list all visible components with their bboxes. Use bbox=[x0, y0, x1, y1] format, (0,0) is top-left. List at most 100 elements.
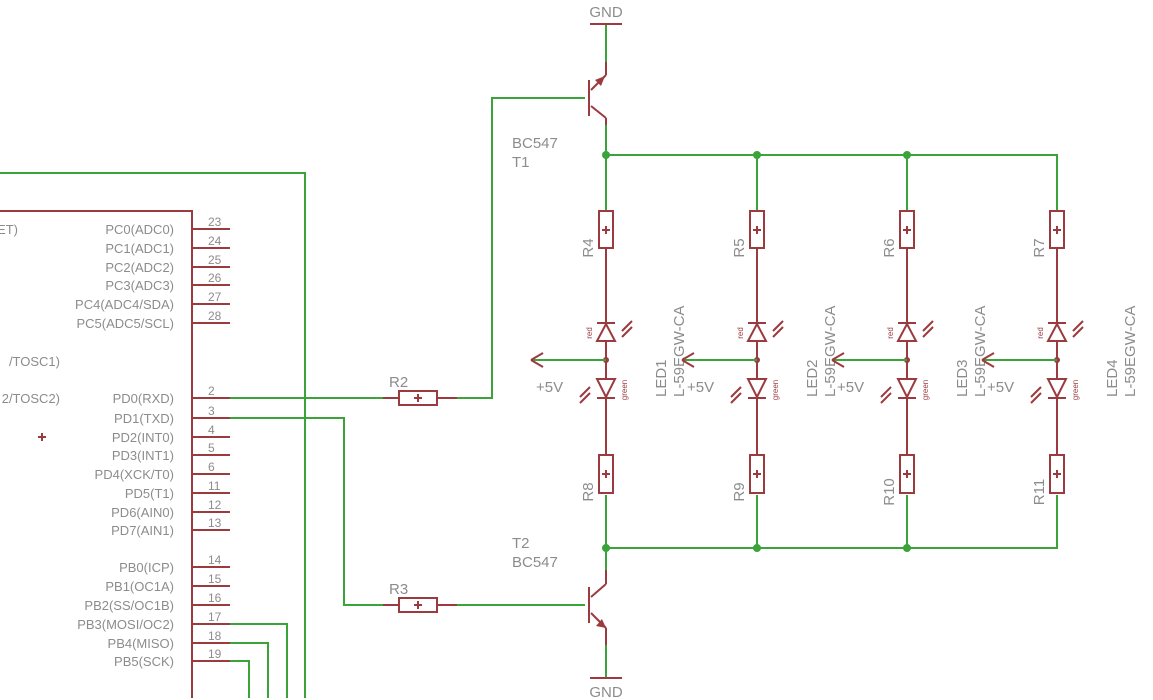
resistor-label: R7 bbox=[1031, 238, 1048, 257]
mcu-pin: PC5(ADC5/SCL) 28 bbox=[76, 309, 230, 331]
vcc-supply: +5V bbox=[831, 352, 907, 396]
pin-number: 4 bbox=[208, 423, 215, 437]
resistor-label: R5 bbox=[731, 238, 748, 257]
transistor-value: BC547 bbox=[512, 554, 558, 571]
pin-number: 11 bbox=[208, 479, 221, 493]
mcu-pin: PD5(T1) 11 bbox=[125, 479, 230, 501]
resistor-bottom: R11 bbox=[1031, 454, 1065, 505]
pin-label: PC1(ADC1) bbox=[105, 241, 174, 256]
led-color-label: red bbox=[736, 327, 745, 339]
resistor-bottom: R9 bbox=[731, 454, 765, 502]
pin-label: PC5(ADC5/SCL) bbox=[76, 316, 174, 331]
gnd-label: GND bbox=[589, 4, 623, 21]
pin-number: 25 bbox=[208, 253, 222, 267]
vcc-supply: +5V bbox=[530, 352, 606, 396]
pin-number: 2 bbox=[208, 384, 215, 398]
pin-label: PB0(ICP) bbox=[119, 560, 174, 575]
pin-number: 17 bbox=[208, 610, 222, 624]
pin-label: PC0(ADC0) bbox=[105, 222, 174, 237]
vcc-label: +5V bbox=[536, 379, 563, 396]
vcc-label: +5V bbox=[837, 379, 864, 396]
resistor-r3: R3 bbox=[383, 581, 457, 613]
mcu-pin: PD1(TXD)3 bbox=[114, 404, 230, 426]
led-name: LED3 bbox=[954, 359, 971, 397]
mcu-pin: PD4(XCK/T0)6 bbox=[95, 460, 230, 482]
pin-number: 23 bbox=[208, 215, 222, 229]
resistor-bottom: R10 bbox=[881, 454, 915, 506]
resistor-label: R4 bbox=[580, 238, 597, 257]
led-color-label: red bbox=[886, 327, 895, 339]
mcu-pin: PB1(OC1A)15 bbox=[105, 572, 230, 594]
pin-number: 16 bbox=[208, 591, 222, 605]
mcu-pin: PB0(ICP) 14 bbox=[119, 553, 230, 575]
pin-label: PC4(ADC4/SDA) bbox=[75, 297, 174, 312]
led-value: L-59EGW-CA bbox=[822, 306, 839, 397]
led-value: L-59EGW-CA bbox=[1122, 306, 1139, 397]
mcu-pin: PB3(MOSI/OC2) 17 bbox=[77, 610, 230, 632]
led-color-label: green bbox=[620, 380, 629, 400]
mcu-pin: PD7(AIN1) 13 bbox=[111, 516, 230, 538]
pin-label: PB3(MOSI/OC2) bbox=[77, 617, 174, 632]
wire-pd1-r3 bbox=[230, 417, 383, 606]
pin-label: PB5(SCK) bbox=[114, 654, 174, 669]
pin-label: PD6(AIN0) bbox=[111, 505, 174, 520]
pin-number: 27 bbox=[208, 290, 222, 304]
mcu-pin: PD3(INT1)5 bbox=[112, 441, 230, 463]
mcu-pin: PD0(RXD) 2 bbox=[113, 384, 230, 406]
transistor-name: T2 bbox=[512, 535, 530, 552]
mcu-pin: PB2(SS/OC1B)16 bbox=[84, 591, 230, 613]
led-name: LED1 bbox=[653, 359, 670, 397]
resistor-r2: R2 bbox=[383, 374, 457, 406]
mcu-pin: PD6(AIN0)12 bbox=[111, 498, 230, 520]
led-color-label: red bbox=[585, 327, 594, 339]
mcu-left-pin-label: ET) bbox=[0, 222, 18, 237]
resistor-top: R5 bbox=[731, 210, 765, 322]
pin-number: 5 bbox=[208, 441, 215, 455]
pin-label: PB4(MISO) bbox=[108, 636, 174, 651]
transistor-name: T1 bbox=[512, 154, 530, 171]
pin-label: PD5(T1) bbox=[125, 486, 174, 501]
bottom-rail bbox=[605, 495, 1058, 570]
led-color-label: green bbox=[921, 380, 930, 400]
resistor-label: R2 bbox=[389, 374, 408, 391]
mcu-pin: PB4(MISO) 18 bbox=[108, 629, 230, 651]
pin-number: 14 bbox=[208, 553, 222, 567]
gnd-symbol-bottom: GND bbox=[589, 677, 623, 700]
mcu-pin: PC4(ADC4/SDA) 27 bbox=[75, 290, 230, 312]
led-color-label: green bbox=[771, 380, 780, 400]
pin-label: PD0(RXD) bbox=[113, 391, 174, 406]
resistor-label: R8 bbox=[580, 482, 597, 501]
top-rail bbox=[605, 125, 1058, 210]
resistor-label: R10 bbox=[881, 478, 898, 506]
wire-pb4 bbox=[230, 642, 269, 698]
wire-r2-t1 bbox=[457, 97, 585, 399]
mcu-left-pin-label: /TOSC1) bbox=[9, 354, 60, 369]
pin-number: 13 bbox=[208, 516, 222, 530]
vcc-supply: +5V bbox=[681, 352, 757, 396]
resistor-top: R7 bbox=[1031, 210, 1065, 322]
transistor-value: BC547 bbox=[512, 135, 558, 152]
pin-number: 28 bbox=[208, 309, 222, 323]
transistor-t2: T2 BC547 bbox=[512, 535, 607, 645]
vcc-label: +5V bbox=[987, 379, 1014, 396]
mcu-pin: PC2(ADC2)25 bbox=[105, 253, 230, 275]
pin-number: 18 bbox=[208, 629, 222, 643]
pin-number: 24 bbox=[208, 234, 222, 248]
wire-pb3 bbox=[230, 623, 288, 698]
mcu-pin: PC1(ADC1) 24 bbox=[105, 234, 230, 256]
mcu-origin-cross bbox=[38, 433, 46, 441]
pin-label: PD7(AIN1) bbox=[111, 523, 174, 538]
pin-number: 15 bbox=[208, 572, 222, 586]
resistor-top: R4 bbox=[580, 210, 614, 322]
pin-number: 19 bbox=[208, 647, 222, 661]
mcu-pin-list: PC0(ADC0)23PC1(ADC1)24PC2(ADC2)25PC3(ADC… bbox=[75, 215, 230, 669]
resistor-label: R9 bbox=[731, 482, 748, 501]
